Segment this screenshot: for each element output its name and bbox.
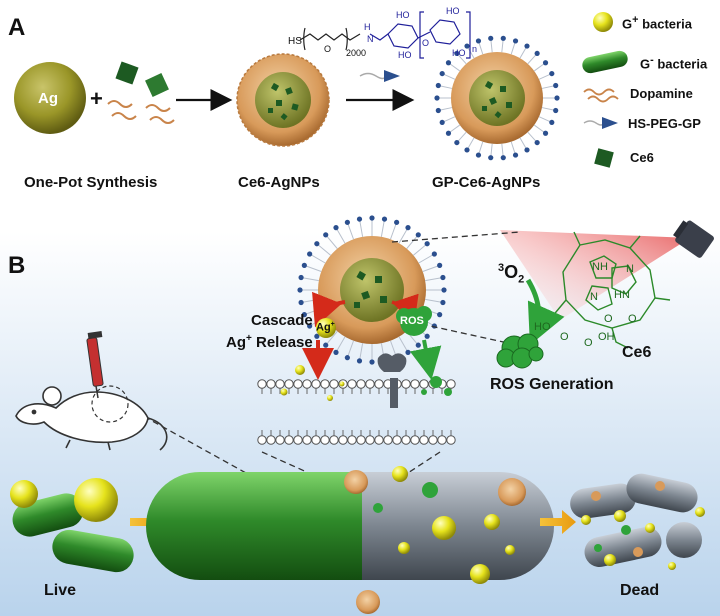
ag-ion-label: Ag+ xyxy=(316,321,335,334)
gp-ce6-agnps-label: GP-Ce6-AgNPs xyxy=(432,174,541,191)
svg-text:NH: NH xyxy=(592,261,608,273)
svg-text:O: O xyxy=(628,313,637,325)
peg-gp-ligand-icon xyxy=(583,117,618,129)
plus-sign: + xyxy=(90,86,103,111)
svg-text:O: O xyxy=(560,331,569,343)
cascade-release-label: Cascade Ag+ Release xyxy=(226,312,313,351)
ros-to-membrane-arrow xyxy=(409,339,442,380)
ce6-atom-labels: NH N N HN OH O O HO O O xyxy=(534,261,637,349)
svg-text:O: O xyxy=(604,313,613,325)
svg-text:n: n xyxy=(472,44,477,54)
panel-a-label: A xyxy=(8,14,26,41)
gram-negative-bacterium-icon xyxy=(582,50,628,74)
triplet-oxygen-label: 3O2 xyxy=(498,262,525,286)
gp-ce6-agnp-particle xyxy=(434,35,560,161)
legend-ce6: Ce6 xyxy=(630,150,654,165)
svg-text:N: N xyxy=(626,263,634,275)
laser-emitter-icon xyxy=(673,220,714,258)
ros-cluster-icon xyxy=(496,333,544,369)
legend-hs-peg-gp: HS-PEG-GP xyxy=(628,116,701,131)
dead-bacteria-group xyxy=(570,473,705,570)
legend-g-positive: G+ bacteria xyxy=(622,14,692,32)
ce6-agnps-label: Ce6-AgNPs xyxy=(238,174,320,191)
dopamine-strand-icon xyxy=(107,100,175,124)
svg-text:HO: HO xyxy=(398,50,412,60)
live-bacteria-group xyxy=(10,478,134,573)
svg-text:HN: HN xyxy=(614,289,630,301)
svg-text:O: O xyxy=(584,337,593,349)
peg-gp-ligand-icon xyxy=(359,70,400,82)
svg-text:O: O xyxy=(324,44,331,54)
ce6-square-icon xyxy=(115,61,169,97)
ce6-molecule xyxy=(547,231,671,349)
svg-text:HO: HO xyxy=(452,48,466,58)
svg-text:HO: HO xyxy=(446,6,460,16)
dopamine-strand-icon xyxy=(583,88,619,103)
svg-text:N: N xyxy=(590,291,598,303)
ros-bubble xyxy=(396,306,432,336)
syringe-icon xyxy=(86,331,129,423)
svg-text:2000: 2000 xyxy=(346,48,366,58)
svg-text:H: H xyxy=(364,22,371,32)
legend-dopamine: Dopamine xyxy=(630,86,693,101)
ros-spots xyxy=(421,376,452,396)
ce6-molecule-label: Ce6 xyxy=(622,344,652,361)
ag-release-arrow xyxy=(312,291,346,328)
oxygen-to-ros-arrow xyxy=(525,278,565,346)
mouse-illustration xyxy=(15,386,168,451)
svg-text:OH: OH xyxy=(598,331,615,343)
ce6-square-icon xyxy=(594,148,614,168)
svg-text:HO: HO xyxy=(534,321,551,333)
ros-bubble-label: ROS xyxy=(400,315,424,327)
ag-ion-bubble xyxy=(316,318,336,338)
panel-b-label: B xyxy=(8,252,26,279)
legend-g-negative: G- bacteria xyxy=(640,54,708,72)
svg-text:HO: HO xyxy=(396,10,410,20)
peg-gp-structure xyxy=(299,11,471,59)
silver-core-icon xyxy=(14,62,86,134)
ce6-agnp-particle xyxy=(236,53,330,147)
ros-generation-label: ROS Generation xyxy=(490,376,614,393)
membrane-channel-icon xyxy=(377,353,407,408)
ag-ion-dots xyxy=(280,365,345,401)
polymer-labels: HS 2000 O H N HO HO O HO HO n xyxy=(288,6,477,60)
live-label: Live xyxy=(44,582,77,599)
svg-text:HS: HS xyxy=(288,36,302,47)
gram-positive-bacterium-icon xyxy=(593,12,613,32)
svg-text:O: O xyxy=(422,38,429,48)
progress-arrow-dead xyxy=(540,510,576,534)
svg-text:N: N xyxy=(367,34,374,44)
ag-core-label: Ag xyxy=(38,90,58,107)
bacterium-cross-section xyxy=(146,466,554,614)
dead-label: Dead xyxy=(620,582,660,599)
one-pot-synthesis-label: One-Pot Synthesis xyxy=(24,174,158,191)
